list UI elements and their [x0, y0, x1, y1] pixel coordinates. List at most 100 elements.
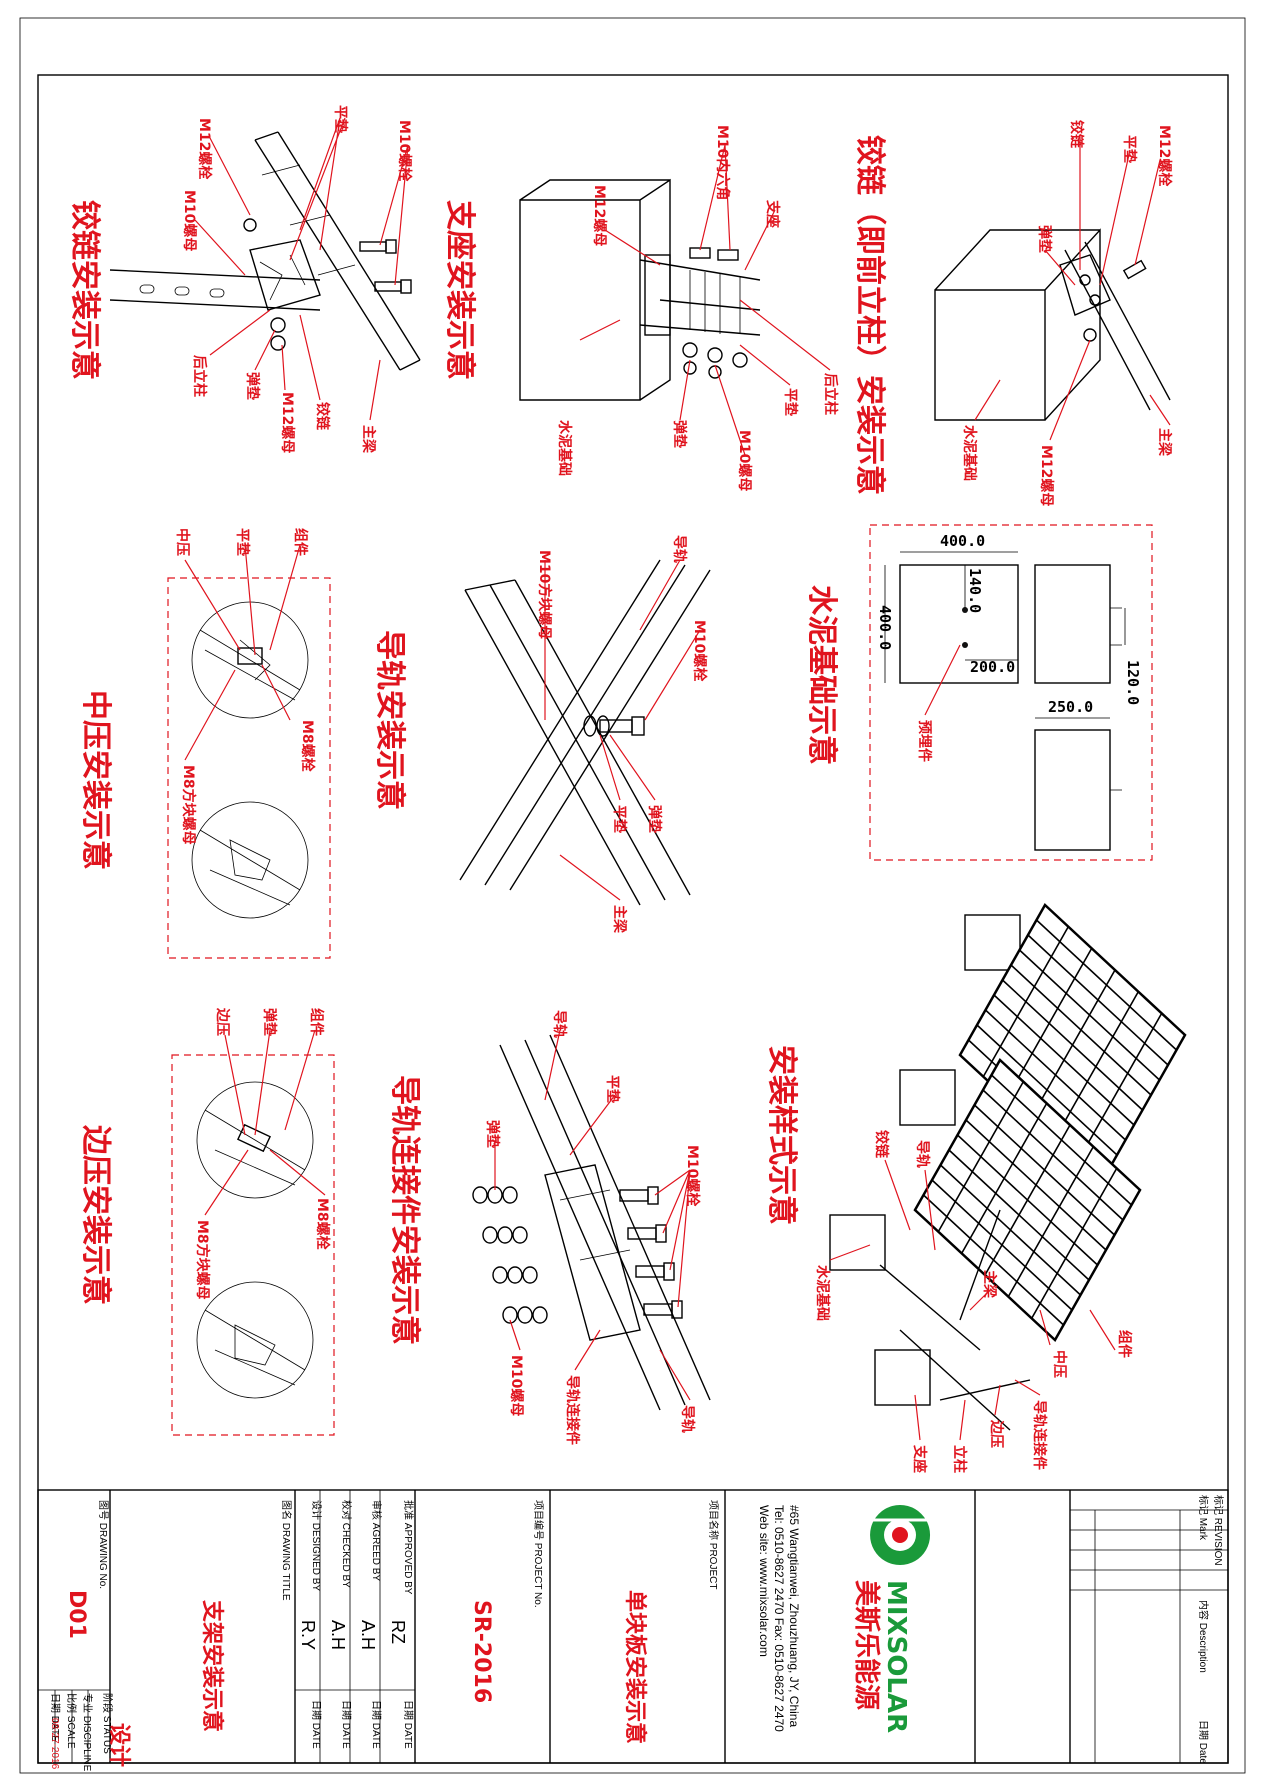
end-clamp-label-0: 边压	[214, 1007, 230, 1036]
hinge-label-7: 铰链	[314, 402, 331, 431]
dim-height: 400.0	[876, 605, 894, 650]
company-web: Web site: www.mixsolar.com	[757, 1505, 771, 1657]
rail-title: 导轨安装示意	[372, 630, 407, 810]
rail-conn-label-4: M10螺母	[508, 1355, 525, 1416]
end-clamp-label-4: M8方块螺母	[194, 1220, 211, 1300]
hinge-detail: M12螺栓 平垫 M10螺栓 M10螺母 后立柱 弹垫 M12螺母 铰链 主梁 …	[67, 105, 421, 454]
base-detail: M12螺母 M10内六角 支座 后立柱 平垫 M10螺母 弹垫 水泥基础 支座安…	[442, 125, 839, 491]
hinge-front-label-1: 平垫	[1121, 135, 1138, 163]
hinge-front-label-4: 水泥基础	[961, 425, 978, 481]
company-address: #65 Wangtianwei, Zhouzhuang, JY, China	[787, 1505, 801, 1727]
hinge-front-label-0: 铰链	[1068, 120, 1085, 149]
title-block: 标记 REVISION 标记 Mark 内容 Description 日期 Da…	[37, 1489, 1229, 1772]
company-cn: 美斯乐能源	[851, 1580, 882, 1710]
hinge-front-label-6: 主梁	[1156, 428, 1173, 457]
approved-label: 批准 APPROVED BY	[402, 1500, 415, 1595]
end-clamp-frame	[171, 1054, 335, 1436]
checked-date: 日期 DATE	[340, 1700, 352, 1749]
agreed-date: 日期 DATE	[370, 1700, 382, 1749]
rail-conn-label-3: M10螺栓	[684, 1145, 701, 1206]
foundation-label-0: 预埋件	[916, 720, 933, 762]
rail-detail: 导轨 M10方块螺母 M10螺栓 平垫 弹垫 主梁 导轨安装示意	[372, 535, 711, 934]
rail-conn-label-6: 导轨	[679, 1405, 696, 1433]
mid-clamp-detail: 中压 平垫 组件 M8螺栓 M8方块螺母 中压安装示意	[78, 528, 331, 959]
dim-side-height: 120.0	[1124, 660, 1142, 705]
end-clamp-label-3: M8螺栓	[314, 1198, 331, 1250]
rail-label-4: 弹垫	[646, 805, 663, 833]
dim-width: 400.0	[940, 532, 985, 550]
dim-bottom-width: 250.0	[1048, 698, 1093, 716]
base-label-4: 平垫	[782, 388, 799, 416]
project-label: 项目名称 PROJECT	[707, 1500, 720, 1589]
project-value: 单块板安装示意	[622, 1590, 648, 1744]
hinge-front-label-3: 弹垫	[1036, 225, 1053, 253]
mid-clamp-label-1: 平垫	[234, 528, 251, 556]
base-title: 支座安装示意	[442, 200, 477, 380]
designed-date: 日期 DATE	[310, 1700, 322, 1749]
sample-label-6: 导轨连接件	[1031, 1400, 1048, 1470]
mid-clamp-label-2: 组件	[292, 528, 309, 556]
sample-title: 安装样式示意	[764, 1045, 799, 1225]
checked-value: A.H	[328, 1620, 348, 1650]
hinge-label-8: 主梁	[360, 425, 377, 454]
sample-detail: 铰链 导轨 主梁 水泥基础 中压 组件 导轨连接件 边压 立柱 支座 安装样式示…	[764, 903, 1187, 1473]
solar-panel-lower	[913, 1058, 1142, 1342]
discipline-label: 专业 DISCIPLINE	[81, 1693, 94, 1772]
logo-text: MIXSOLAR	[881, 1580, 911, 1733]
rail-conn-detail: 导轨 平垫 弹垫 M10螺栓 M10螺母 导轨连接件 导轨 导轨连接件安装示意	[387, 1010, 711, 1445]
rail-label-0: 导轨	[671, 535, 688, 563]
approved-date: 日期 DATE	[402, 1700, 414, 1749]
mid-clamp-label-4: M8方块螺母	[180, 765, 197, 845]
hinge-front-label-2: M12螺栓	[1156, 125, 1173, 186]
rail-conn-label-1: 平垫	[604, 1075, 621, 1103]
sample-label-7: 边压	[988, 1419, 1004, 1448]
mid-clamp-label-0: 中压	[174, 528, 191, 556]
hinge-label-5: 弹垫	[244, 372, 261, 400]
base-label-5: M10螺母	[736, 430, 753, 491]
agreed-value: A.H	[358, 1620, 378, 1650]
company-logo	[870, 1505, 931, 1565]
foundation-detail: 400.0 400.0 140.0 200.0 120.0 250.0 预埋件 …	[804, 524, 1153, 861]
mid-clamp-title: 中压安装示意	[78, 690, 113, 870]
scale-label: 比例 SCALE	[65, 1693, 78, 1749]
rail-label-3: 平垫	[611, 805, 628, 833]
hinge-label-6: M12螺母	[279, 392, 296, 453]
sample-label-9: 支座	[911, 1444, 928, 1473]
hinge-label-1: 平垫	[332, 105, 349, 133]
base-label-2: 支座	[764, 199, 781, 228]
hinge-front-title: 铰链（即前立柱）安装示意	[852, 135, 887, 495]
sample-label-3: 水泥基础	[814, 1265, 831, 1321]
solar-panels	[913, 903, 1187, 1342]
base-label-6: 弹垫	[671, 420, 688, 448]
company-tel: Tel: 0510-8627 2470 Fax: 0510-8627 2470	[772, 1505, 786, 1732]
base-label-0: M12螺母	[591, 185, 608, 246]
end-clamp-label-1: 弹垫	[261, 1008, 278, 1036]
sample-label-5: 组件	[1116, 1330, 1133, 1358]
rail-conn-bolts	[472, 1186, 683, 1324]
status-label: 阶段 STATUS	[101, 1693, 114, 1754]
designed-value: R.Y	[298, 1620, 318, 1650]
hinge-label-3: M10螺母	[181, 190, 198, 251]
sample-label-2: 主梁	[981, 1270, 998, 1299]
dim-embed-depth: 140.0	[966, 568, 984, 613]
mark-label: 标记 Mark	[1197, 1495, 1209, 1541]
rail-conn-label-2: 弹垫	[484, 1120, 501, 1148]
mid-clamp-frame	[167, 577, 331, 959]
agreed-label: 审核 AGREED BY	[370, 1500, 383, 1581]
drawing-no-value: D01	[64, 1590, 89, 1639]
date-value: 08-27-2016	[49, 1718, 60, 1770]
mid-clamp-label-3: M8螺栓	[299, 720, 316, 772]
sample-label-0: 铰链	[873, 1130, 890, 1159]
revision-label: 标记 REVISION	[1212, 1495, 1224, 1566]
solar-panel-upper	[958, 903, 1187, 1187]
rail-conn-title: 导轨连接件安装示意	[387, 1075, 422, 1345]
foundation-frame	[869, 524, 1153, 861]
project-no-value: SR-2016	[469, 1600, 494, 1703]
desc-label: 内容 Description	[1197, 1600, 1210, 1673]
rail-label-5: 主梁	[611, 905, 628, 934]
hinge-front-label-5: M12螺母	[1038, 445, 1055, 506]
drawing-title-value: 支架安装示意	[199, 1600, 225, 1732]
approved-value: RZ	[388, 1620, 408, 1644]
rail-label-1: M10方块螺母	[536, 550, 553, 639]
rail-conn-label-0: 导轨	[551, 1010, 568, 1038]
